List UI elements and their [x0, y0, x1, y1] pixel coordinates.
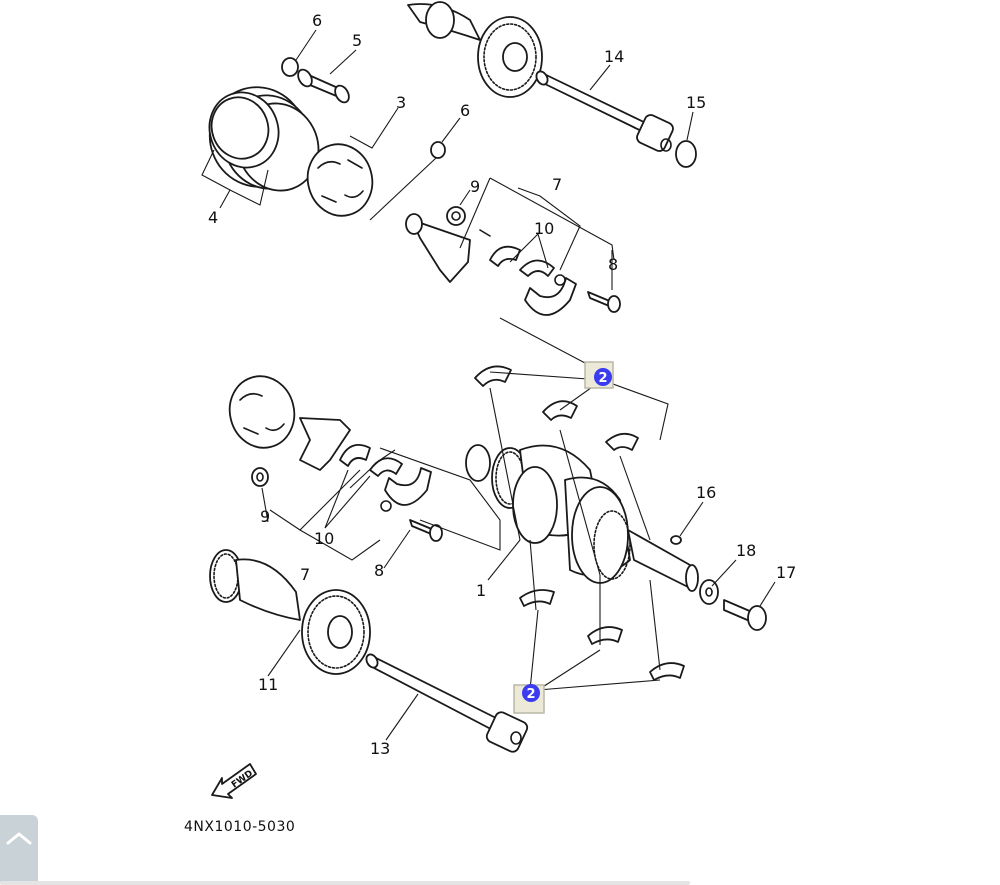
bearing-shells-lower: [339, 444, 403, 477]
hotspot-2-lower-label: 2: [526, 687, 535, 702]
rod-nut-lower: [251, 467, 269, 487]
callout-18: 18: [736, 541, 756, 560]
bearing-shells-upper: [489, 245, 555, 277]
callout-13: 13: [370, 739, 390, 758]
rod-cap-lower: [380, 467, 432, 512]
callout-3: 3: [396, 93, 406, 112]
callout-labels: 6 5 3 6 4 14 15 9 7 10 8 16 18 17 1 9 10…: [208, 11, 796, 758]
piston-lower: [228, 375, 296, 449]
connecting-rod-upper: [405, 213, 491, 283]
main-bearing-shells-bottom: [519, 589, 685, 681]
diagram-code: 4NX1010-5030: [184, 819, 295, 835]
scroll-to-top-button[interactable]: [0, 815, 38, 883]
rod-bolt-lower: [409, 519, 443, 542]
callout-5: 5: [352, 31, 362, 50]
callout-7-lower: 7: [300, 565, 310, 584]
callout-6: 6: [312, 11, 322, 30]
rod-bolt-upper: [587, 291, 621, 313]
rod-nut-upper: [446, 206, 466, 226]
piston-rings: [208, 86, 320, 192]
balancer-gear-lower: [209, 549, 371, 675]
balancer-shaft-lower: [365, 653, 529, 753]
callout-11: 11: [258, 675, 278, 694]
leader-lines: [201, 29, 776, 741]
callout-6-right: 6: [460, 101, 470, 120]
woodruff-key: [670, 535, 682, 545]
chevron-up-icon: [6, 832, 32, 845]
callout-8-upper: 8: [608, 255, 618, 274]
washer: [699, 579, 719, 605]
hotspot-2-upper[interactable]: 2: [584, 361, 614, 389]
callout-9-upper: 9: [470, 177, 480, 196]
crank-bolt: [723, 599, 767, 631]
balancer-gear-upper: [407, 1, 543, 98]
piston: [306, 143, 374, 217]
crankshaft: [465, 444, 699, 592]
callout-17: 17: [776, 563, 796, 582]
hotspot-2-upper-label: 2: [598, 371, 607, 386]
callout-7-upper: 7: [552, 175, 562, 194]
connecting-rod-lower: [299, 417, 351, 471]
callout-10-upper: 10: [534, 219, 554, 238]
piston-clip-right: [430, 141, 446, 159]
callout-4: 4: [208, 208, 218, 227]
callout-16: 16: [696, 483, 716, 502]
callout-9-lower: 9: [260, 507, 270, 526]
hotspot-2-lower[interactable]: 2: [513, 684, 545, 714]
main-bearing-shells-top: [474, 365, 639, 451]
piston-pin-clip: [281, 57, 299, 77]
horizontal-scrollbar[interactable]: [0, 881, 690, 885]
callout-10-lower: 10: [314, 529, 334, 548]
callout-14: 14: [604, 47, 624, 66]
fwd-arrow-icon: FWD: [211, 763, 257, 799]
balancer-shaft-upper: [535, 70, 674, 152]
o-ring: [675, 140, 697, 168]
callout-8-lower: 8: [374, 561, 384, 580]
rod-cap-upper: [524, 274, 577, 316]
callout-1: 1: [476, 581, 486, 600]
piston-pin: [297, 68, 350, 104]
callout-15: 15: [686, 93, 706, 112]
